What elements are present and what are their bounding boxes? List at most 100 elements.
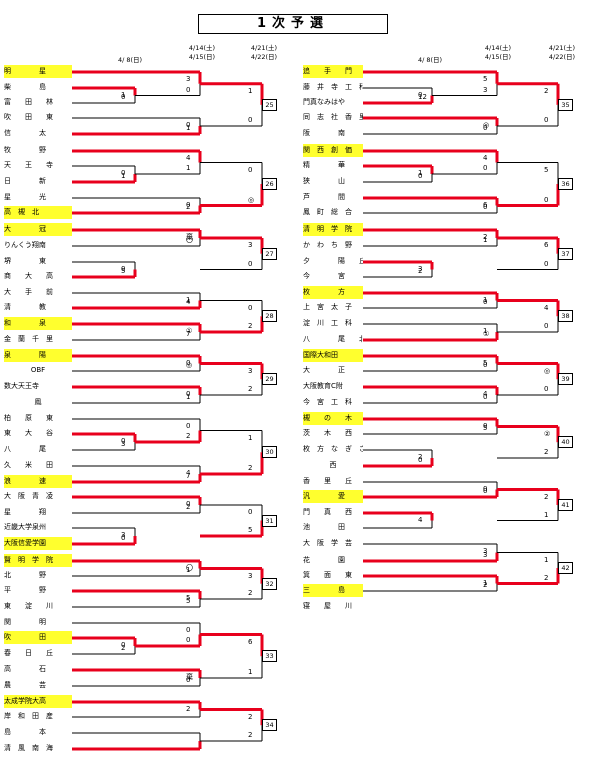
score: 4 <box>186 469 191 477</box>
left-team-row: 信 太 <box>4 127 72 140</box>
left-team-name: 浪 速 <box>4 477 46 485</box>
score: ② <box>544 429 551 438</box>
score: 0 <box>248 303 253 312</box>
left-team-row: 高 石 <box>4 663 72 676</box>
left-team-name: OBF <box>30 366 46 374</box>
score: 1 <box>483 579 488 587</box>
right-team-row: 今 宮 工 科 <box>303 396 363 409</box>
score: 2 <box>418 267 423 275</box>
right-team-row: 今 宮 <box>303 270 363 283</box>
left-team-row: 島 本 <box>4 726 72 739</box>
right-team-row: 関 西 創 価 <box>303 144 363 157</box>
left-team-name: 星 翔 <box>4 508 46 516</box>
right-team-row: 寝 屋 川 <box>303 600 363 613</box>
left-team-name: 清 風 南 海 <box>4 744 53 752</box>
score: 1 <box>186 296 191 304</box>
right-team-name: 西 <box>329 461 337 469</box>
score: 0 <box>186 390 191 398</box>
left-team-name: 大 冠 <box>4 225 46 233</box>
score: 3 <box>483 85 488 94</box>
right-header-round1: 4/ 8(日) <box>417 56 443 64</box>
score: 1 <box>186 566 191 574</box>
left-team-row: 柏 原 東 <box>4 412 72 425</box>
score: 〇 <box>186 236 193 244</box>
left-team-name: 信 太 <box>4 129 46 137</box>
score: 棄 <box>186 233 193 241</box>
score: 4 <box>483 390 488 398</box>
right-team-name: 大 阪 学 芸 <box>303 539 352 547</box>
score: 5 <box>544 165 549 174</box>
score: ◎ <box>483 121 490 129</box>
score: ◎ <box>544 366 551 375</box>
right-team-row: 汎 愛 <box>303 490 363 503</box>
score: 0 <box>483 298 488 306</box>
left-team-row: 東 淀 川 <box>4 600 72 613</box>
left-team-name: 農 芸 <box>4 681 46 689</box>
score: 7 <box>186 472 191 480</box>
left-team-row: 清 風 南 海 <box>4 742 72 755</box>
score: 0 <box>121 534 126 542</box>
left-team-name: 大阪信愛学園 <box>4 539 46 547</box>
score: 0 <box>418 172 423 180</box>
score: 0 <box>248 165 253 174</box>
right-team-name: 門 真 西 <box>303 508 352 516</box>
left-team-row: 大阪信愛学園 <box>4 537 72 550</box>
score: 0 <box>544 195 549 204</box>
score: 2 <box>248 712 253 721</box>
left-team-name: 星 光 <box>4 193 46 201</box>
right-team-name: 追 手 門 <box>303 67 352 75</box>
right-team-name: 枚 方 な ぎ さ <box>303 445 363 453</box>
right-team-name: 国際大和田 <box>303 351 338 359</box>
score: 3 <box>248 366 253 375</box>
score: 1 <box>483 236 488 244</box>
score: 1 <box>186 124 191 132</box>
left-team-name: 太成学院大高 <box>4 697 46 705</box>
left-team-name: 関 明 <box>4 618 46 626</box>
right-team-row: 門真なみはや <box>303 96 363 109</box>
right-team-name: 大 正 <box>303 366 345 374</box>
left-team-name: 柏 原 東 <box>4 414 53 422</box>
score: 0 <box>544 259 549 268</box>
left-team-row: 久 米 田 <box>4 459 72 472</box>
right-team-name: 阪 南 <box>303 129 345 137</box>
right-team-name: 同 志 社 香 里 <box>303 113 363 121</box>
left-team-row: 富 田 林 <box>4 96 72 109</box>
match-number-box: 34 <box>262 719 277 732</box>
score: 1 <box>121 91 126 99</box>
left-team-row: 吹 田 東 <box>4 111 72 124</box>
score: 2 <box>121 644 126 652</box>
match-number-box: 36 <box>558 178 573 190</box>
left-team-name: 数大天王寺 <box>4 382 39 390</box>
score: 1 <box>483 296 488 304</box>
left-team-row: 日 新 <box>4 175 72 188</box>
left-team-name: 富 田 林 <box>4 98 53 106</box>
score: 0 <box>186 500 191 508</box>
left-team-name: 大 手 前 <box>4 288 53 296</box>
right-team-row: 茨 木 西 <box>303 427 363 440</box>
left-team-name: 泉 陽 <box>4 351 46 359</box>
score: 4 <box>544 303 549 312</box>
score: ① <box>483 330 490 338</box>
left-team-row: 和 泉 <box>4 317 72 330</box>
left-team-name: 東 大 谷 <box>4 429 53 437</box>
left-team-row: 柴 島 <box>4 81 72 94</box>
right-team-row: 夕 陽 丘 <box>303 255 363 268</box>
right-team-row: 大 阪 学 芸 <box>303 537 363 550</box>
right-team-name: 枚 方 <box>303 288 345 296</box>
right-team-row: 追 手 門 <box>303 65 363 78</box>
right-team-name: 今 宮 工 科 <box>303 398 352 406</box>
left-team-row: 大 阪 青 凌 <box>4 490 72 503</box>
right-team-name: 八 尾 北 <box>303 335 363 343</box>
left-team-name: 堺 東 <box>4 257 46 265</box>
left-header-round3-line1: 4/21(土) <box>250 44 278 52</box>
right-team-row: 槻 の 木 <box>303 412 363 425</box>
left-team-name: 平 野 <box>4 586 46 594</box>
left-team-name: 東 淀 川 <box>4 602 53 610</box>
left-team-row: 関 明 <box>4 616 72 629</box>
score: 0 <box>186 626 191 634</box>
left-team-row: 牧 野 <box>4 144 72 157</box>
left-team-name: 岸 和 田 産 <box>4 712 53 720</box>
right-team-name: 藤 井 寺 工 科 <box>303 83 363 91</box>
match-number-box: 39 <box>558 373 573 386</box>
